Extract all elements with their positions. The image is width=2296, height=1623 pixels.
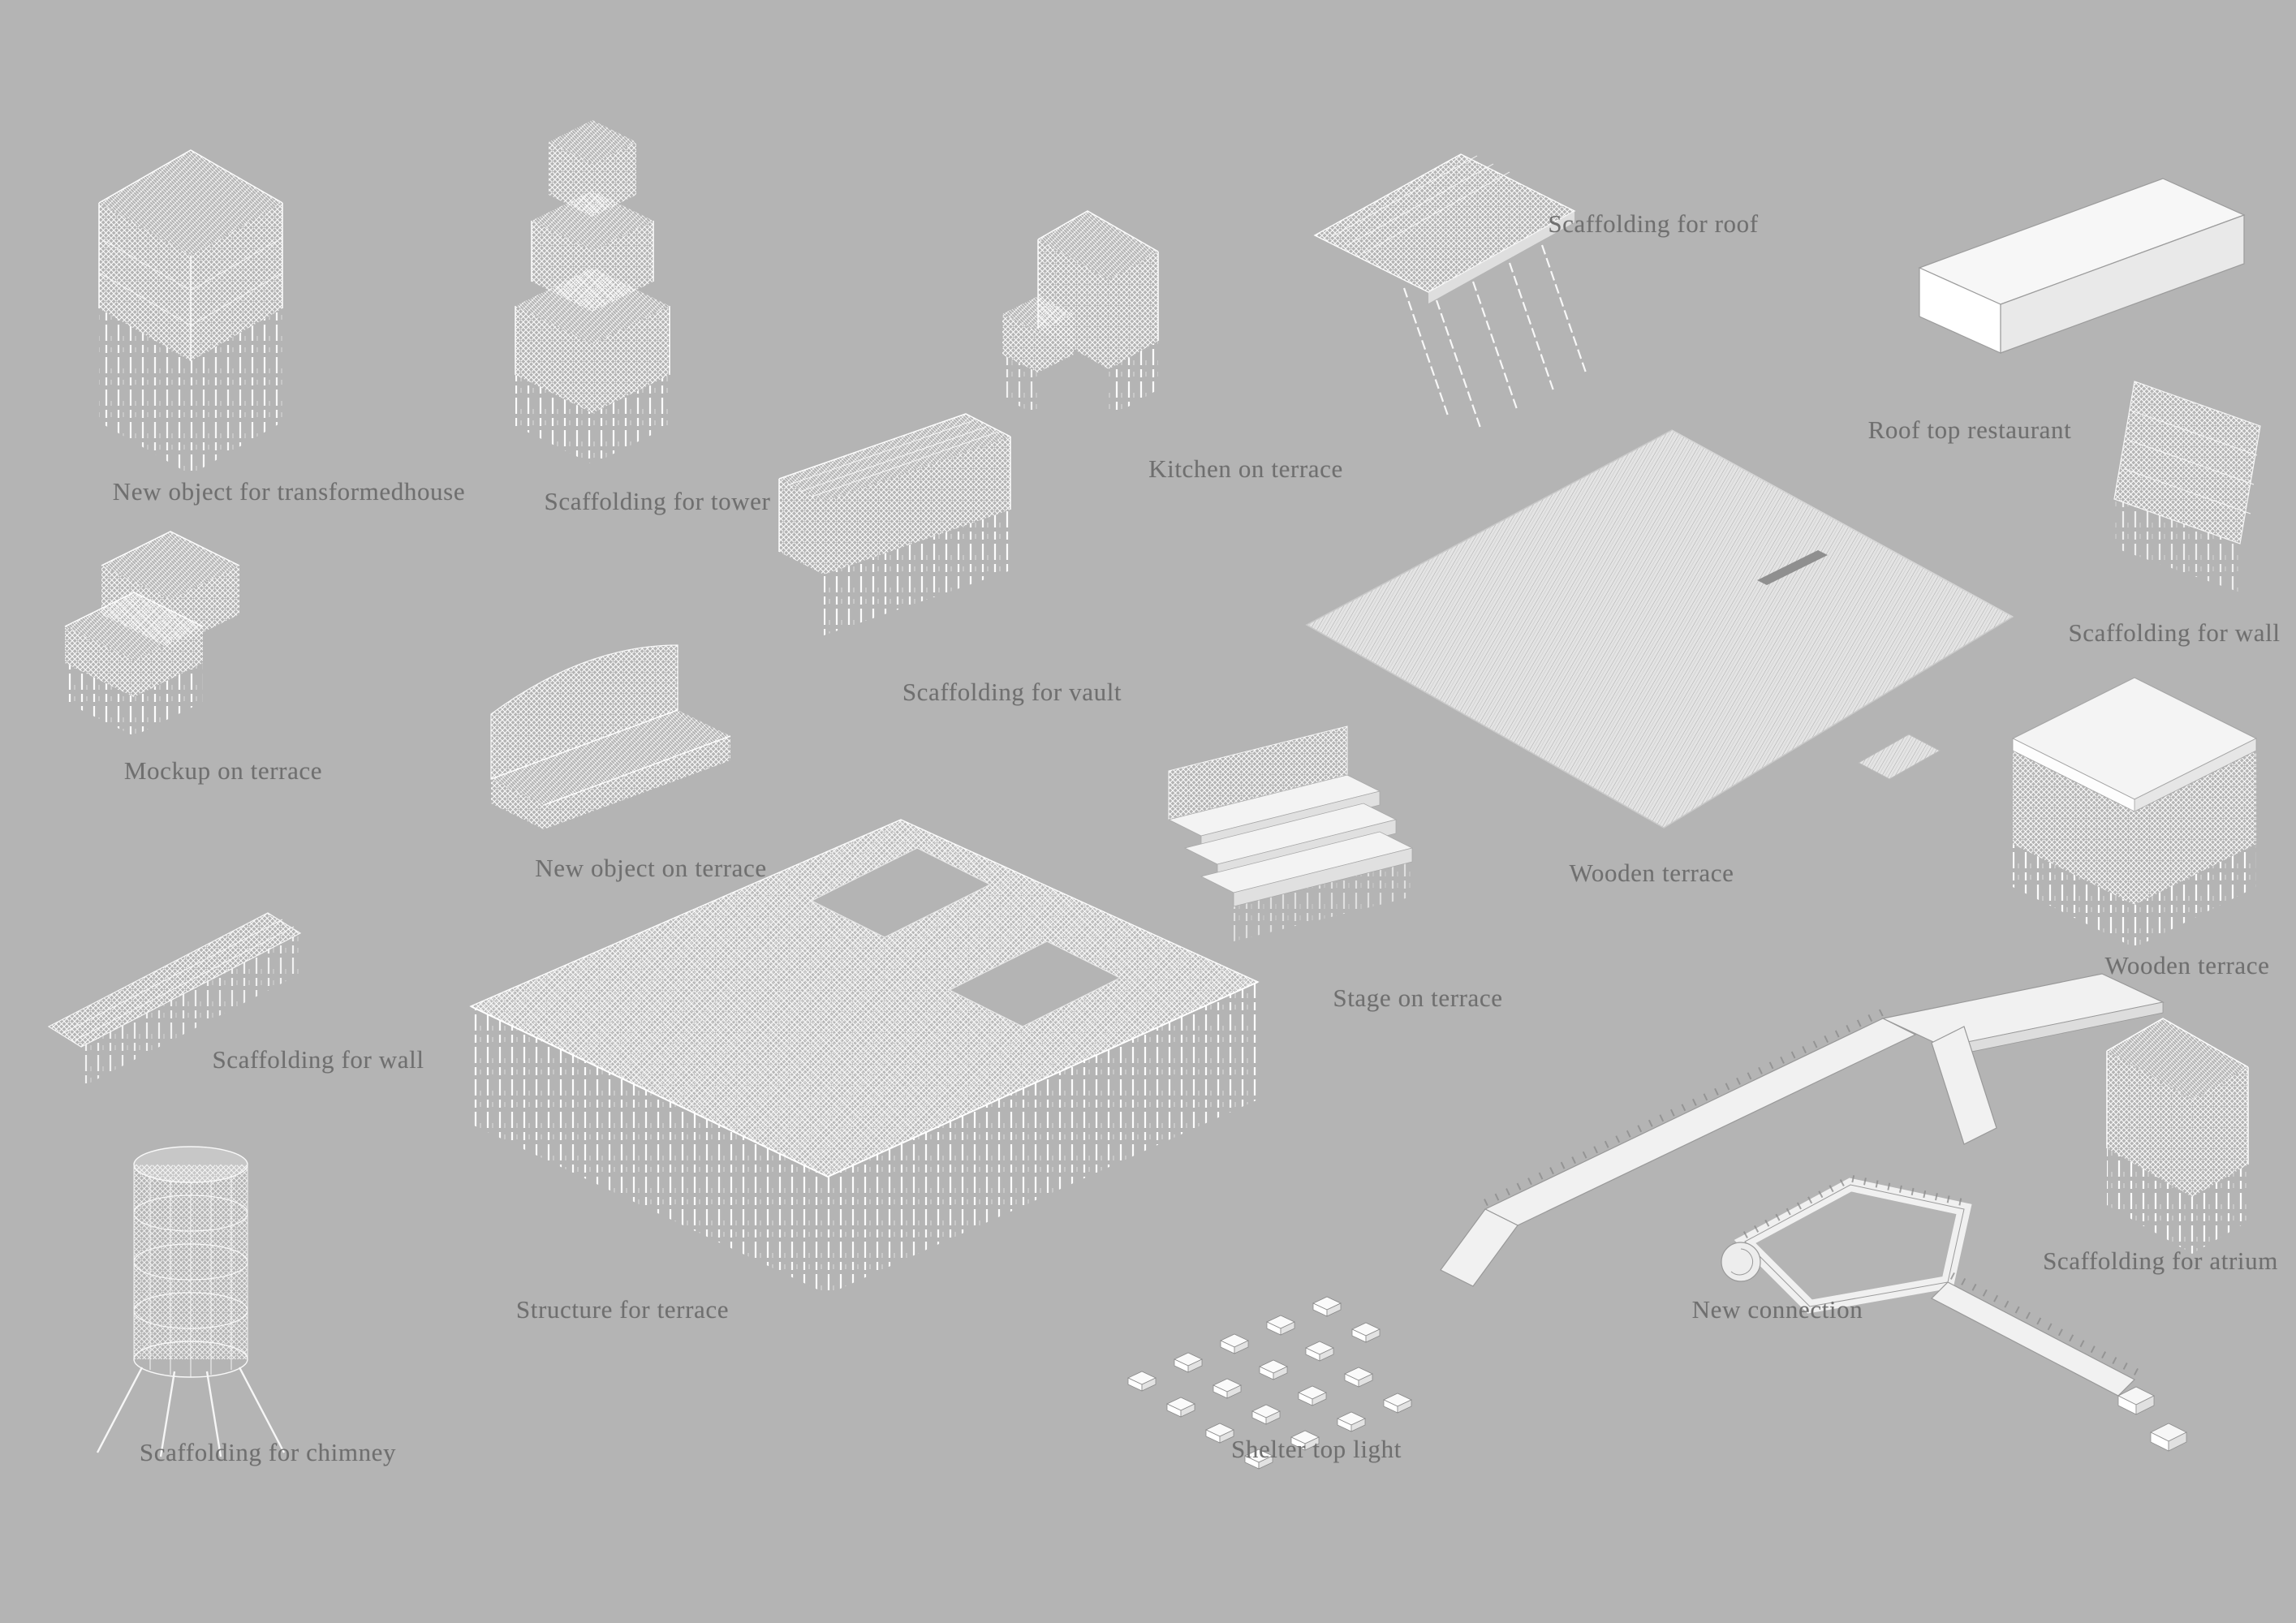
terrace-structure-drawing xyxy=(469,819,1260,1294)
label-scaffolding-for-wall-right: Scaffolding for wall xyxy=(2068,618,2281,647)
kitchen-scaffold-drawing xyxy=(1002,210,1159,418)
mockup-scaffold-drawing xyxy=(64,531,240,736)
label-kitchen-on-terrace: Kitchen on terrace xyxy=(1148,454,1343,483)
chimney-scaffold-drawing xyxy=(96,1146,286,1457)
label-scaffolding-for-tower: Scaffolding for tower xyxy=(544,487,771,515)
label-mockup-on-terrace: Mockup on terrace xyxy=(123,756,323,785)
stage-steps-drawing xyxy=(1167,725,1414,941)
label-new-connection: New connection xyxy=(1691,1295,1863,1324)
label-new-object-for-transformedhouse: New object for transformedhouse xyxy=(112,477,466,506)
cube-scaffold-drawing xyxy=(98,149,283,475)
wooden-terrace-deck-drawing xyxy=(1305,429,2014,829)
label-wooden-terrace-right: Wooden terrace xyxy=(2104,951,2270,979)
restaurant-volume-drawing xyxy=(1918,178,2246,354)
label-scaffolding-for-atrium: Scaffolding for atrium xyxy=(2043,1246,2278,1275)
wooden-terrace-slab-drawing xyxy=(2011,677,2258,948)
label-scaffolding-for-chimney: Scaffolding for chimney xyxy=(139,1438,397,1466)
label-new-object-on-terrace: New object on terrace xyxy=(535,854,767,882)
stepped-tower-scaffold-drawing xyxy=(515,120,670,464)
label-roof-top-restaurant: Roof top restaurant xyxy=(1867,415,2072,444)
label-scaffolding-for-wall-left: Scaffolding for wall xyxy=(212,1045,424,1074)
label-wooden-terrace: Wooden terrace xyxy=(1569,859,1734,887)
shelter-top-light-grid-drawing xyxy=(1127,1296,1412,1470)
roof-scaffold-drawing xyxy=(1313,153,1588,431)
label-scaffolding-for-vault: Scaffolding for vault xyxy=(902,678,1122,706)
wall-scaffold-right-drawing xyxy=(2113,381,2261,592)
new-connection-walkway-drawing xyxy=(1440,973,2187,1452)
label-shelter-top-light: Shelter top light xyxy=(1231,1435,1402,1463)
vault-scaffold-drawing xyxy=(778,413,1011,635)
small-object-boxes xyxy=(2117,1386,2187,1452)
wall-scaffold-left-drawing xyxy=(47,912,302,1087)
label-structure-for-terrace: Structure for terrace xyxy=(515,1295,730,1324)
curved-wall-scaffold-drawing xyxy=(490,644,731,829)
atrium-scaffold-drawing xyxy=(2106,1018,2249,1254)
label-scaffolding-for-roof: Scaffolding for roof xyxy=(1548,209,1759,238)
label-stage-on-terrace: Stage on terrace xyxy=(1333,984,1503,1012)
